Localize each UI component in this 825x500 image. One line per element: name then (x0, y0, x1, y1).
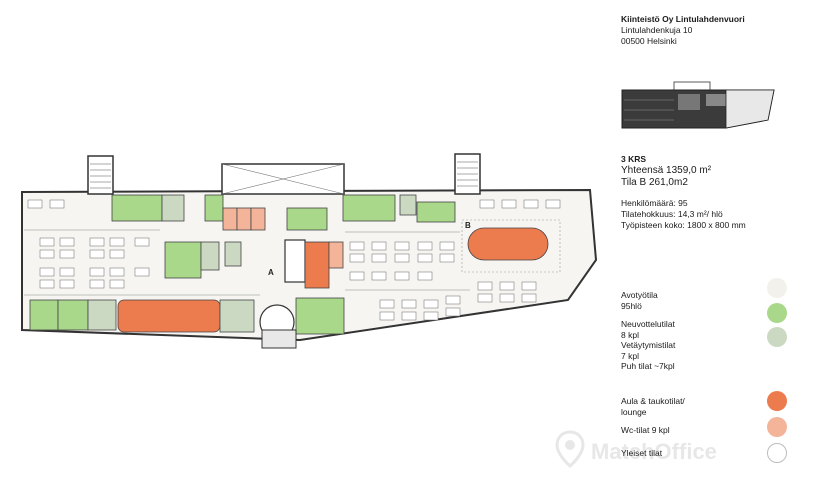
meeting-room (286, 207, 328, 231)
focus-room (224, 241, 242, 267)
stair-left (87, 155, 114, 195)
legend-common-label: Yleiset tilat (621, 448, 663, 458)
focus-room (219, 299, 255, 333)
address-block: Kiinteistö Oy Lintulahdenvuori Lintulahd… (621, 14, 821, 47)
meeting-room (57, 299, 89, 331)
floor-number: 3 KRS (621, 154, 647, 164)
focus-room (204, 194, 224, 222)
floor-stats: 3 KRS Yhteensä 1359,0 m² Tila B 261,0m2 … (621, 154, 821, 231)
legend-focus-swatch (767, 327, 787, 347)
postal-address: 00500 Helsinki (621, 36, 677, 46)
legend-lounge-label: Aula & taukotilat/lounge (621, 396, 685, 417)
watermark-text: MatchOffice (591, 439, 717, 464)
focus-room (399, 194, 417, 216)
street-address: Lintulahdenkuja 10 (621, 25, 693, 35)
meeting-room (164, 241, 202, 279)
legend-wc-label: Wc-tilat 9 kpl (621, 425, 670, 435)
common-area (461, 219, 561, 273)
floor-plan: A B (21, 153, 598, 349)
focus-room (200, 241, 220, 271)
key-plan (621, 81, 775, 129)
watermark: MatchOffice (555, 430, 725, 470)
lounge (467, 227, 549, 261)
focus-room (161, 194, 185, 222)
wc-room (236, 207, 252, 231)
total-area: Yhteensä 1359,0 m² (621, 165, 712, 176)
core-block (284, 239, 306, 283)
meeting-room (342, 194, 396, 222)
space-area: Tila B 261,0m2 (621, 177, 688, 188)
lounge (117, 299, 221, 333)
entrance (261, 329, 297, 349)
space-efficiency: Tilatehokkuus: 14,3 m²/ hlö (621, 209, 723, 219)
wc-room (250, 207, 266, 231)
desk-size: Työpisteen koko: 1800 x 800 mm (621, 220, 746, 230)
legend-wc-swatch (767, 417, 787, 437)
wc-room (304, 241, 330, 289)
legend-meeting-swatch (767, 303, 787, 323)
person-count: Henkilömäärä: 95 (621, 198, 688, 208)
company-name: Kiinteistö Oy Lintulahdenvuori (621, 14, 745, 24)
meeting-room (295, 297, 345, 335)
legend-open-office-swatch (767, 278, 787, 298)
legend-lounge-swatch (767, 391, 787, 411)
location-pin-icon (555, 430, 585, 468)
wc-room (222, 207, 238, 231)
area-label-b: B (465, 221, 471, 230)
wc-room (328, 241, 344, 269)
meeting-room (111, 194, 163, 222)
legend-common-swatch (767, 443, 787, 463)
focus-room (87, 299, 117, 331)
area-label-a: A (268, 268, 274, 277)
meeting-room (416, 201, 456, 223)
meeting-room (29, 299, 59, 331)
